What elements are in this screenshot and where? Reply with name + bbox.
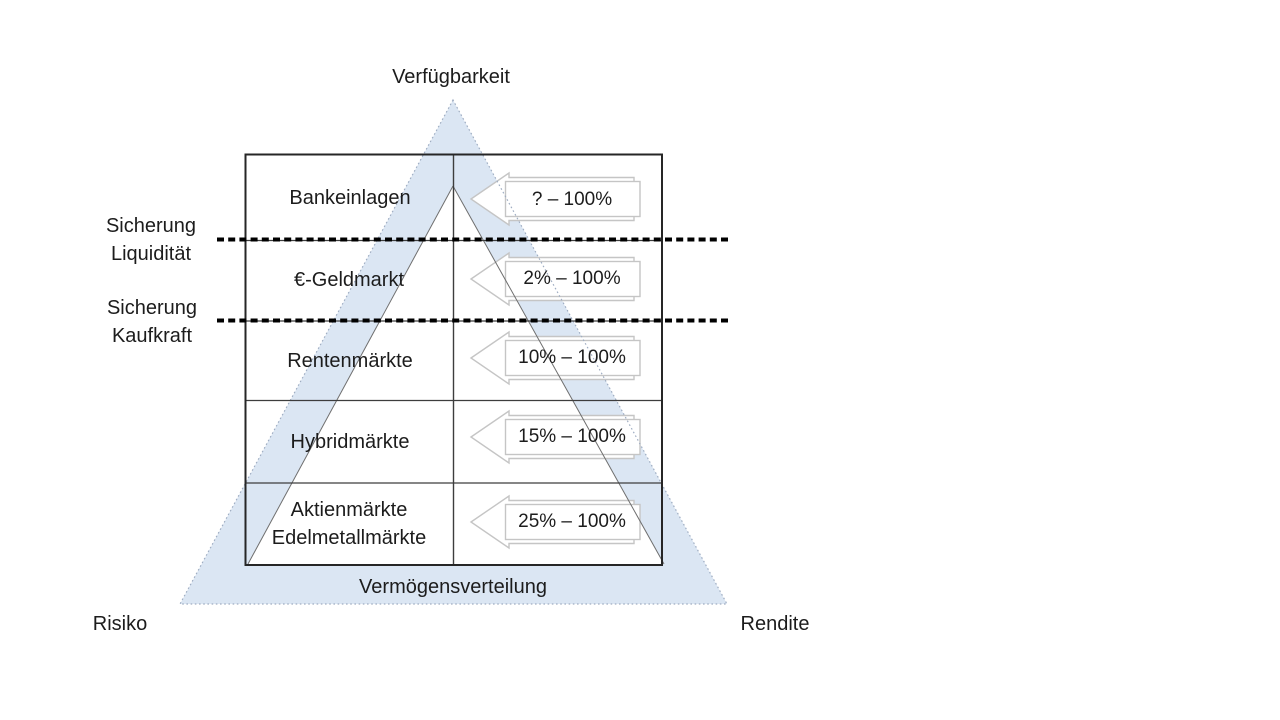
market-label: Aktienmärkte Edelmetallmärkte [271, 499, 427, 549]
allocation-arrow [469, 494, 641, 550]
allocation-arrow [469, 409, 641, 465]
market-label: €-Geldmarkt [293, 269, 405, 291]
securing-purchasing-power-label: Sicherung Kaufkraft [106, 297, 198, 347]
allocation-box [504, 418, 641, 456]
allocation-arrow [469, 330, 641, 386]
allocation-box [504, 260, 641, 298]
pyramid-outer-border [178, 98, 729, 605]
allocation-arrows [469, 171, 641, 550]
allocation-label: 10% – 100% [518, 347, 626, 368]
market-label: Rentenmärkte [287, 350, 413, 372]
market-label: Hybridmärkte [290, 431, 410, 453]
market-label: Bankeinlagen [289, 187, 411, 209]
risk-label: Risiko [92, 613, 148, 635]
allocation-box [504, 339, 641, 377]
allocation-label: ? – 100% [531, 189, 613, 210]
return-label: Rendite [740, 613, 810, 635]
securing-liquidity-label: Sicherung Liquidität [105, 215, 197, 265]
allocation-label: 2% – 100% [523, 268, 621, 289]
allocation-arrow [469, 171, 641, 227]
availability-label: Verfügbarkeit [392, 66, 510, 88]
pyramid-band [180, 100, 727, 604]
allocation-label: 25% – 100% [518, 511, 626, 532]
pyramid-inner-line [247, 185, 665, 565]
asset-distribution-label: Vermögensverteilung [359, 576, 547, 598]
allocation-label: 15% – 100% [518, 426, 626, 447]
table-outer-border [244, 153, 663, 566]
allocation-box [504, 180, 641, 218]
